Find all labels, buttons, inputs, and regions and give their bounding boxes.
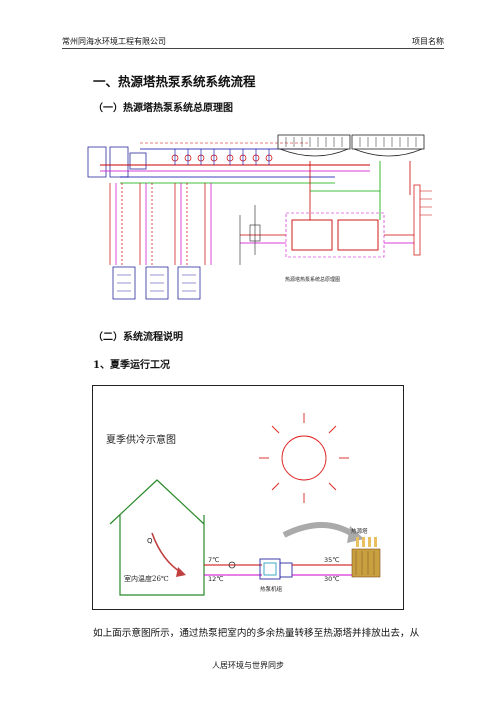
heat-pump-unit (259, 558, 293, 580)
heat-transfer-arrow (282, 522, 356, 538)
heat-label: Q (147, 537, 153, 545)
heat-pump-unit-2 (337, 219, 379, 251)
section-title: 一、热源塔热泵系统系统流程 (93, 74, 256, 89)
subsection-title-flow: （二）系统流程说明 (93, 332, 183, 343)
softener-box (109, 146, 129, 178)
figure-frame (92, 385, 404, 610)
subsection-title-principle: （一）热源塔热泵系统总原理图 (93, 103, 233, 114)
page-header: 常州同海水环境工程有限公司 项目名称 (62, 34, 444, 49)
diagram-legend-title: 热源塔热泵系统总原理图 (285, 276, 340, 283)
figure-title: 夏季供冷示意图 (106, 433, 176, 446)
house-outline (109, 479, 205, 596)
water-tank-box (87, 146, 107, 178)
heat-flow-arrow (151, 532, 183, 574)
sun-icon (259, 413, 349, 503)
project-name: 项目名称 (412, 37, 444, 46)
heat-source-tower-icon (351, 537, 381, 578)
item-summer-operation: 1、夏季运行工况 (93, 360, 170, 371)
heat-source-tower-1 (277, 134, 351, 157)
heat-source-tower-2 (351, 134, 425, 157)
system-principle-diagram: 热源塔热泵系统总原理图 (87, 134, 432, 300)
supply-temperature: 7℃ (208, 556, 219, 564)
condenser-outlet-temperature: 35℃ (324, 556, 340, 564)
heat-pump-label: 热泵机组 (260, 585, 283, 593)
room-temperature: 室内温度26℃ (124, 574, 169, 583)
body-paragraph: 如上面示意图所示，通过热泵把室内的多余热量转移至热源塔并排放出去，从 (93, 628, 420, 639)
heat-pump-unit-1 (291, 219, 333, 251)
condenser-inlet-temperature: 30℃ (324, 575, 340, 583)
pump-icon (228, 561, 236, 569)
page-footer: 人居环境与世界同步 (212, 661, 284, 670)
summer-cooling-figure: 夏季供冷示意图 Q 室内温度26℃ 7℃ 12℃ 热泵机组 (92, 385, 404, 610)
company-name: 常州同海水环境工程有限公司 (62, 37, 166, 46)
heat-source-tower-label: 热源塔 (351, 527, 368, 535)
return-temperature: 12℃ (208, 575, 224, 583)
